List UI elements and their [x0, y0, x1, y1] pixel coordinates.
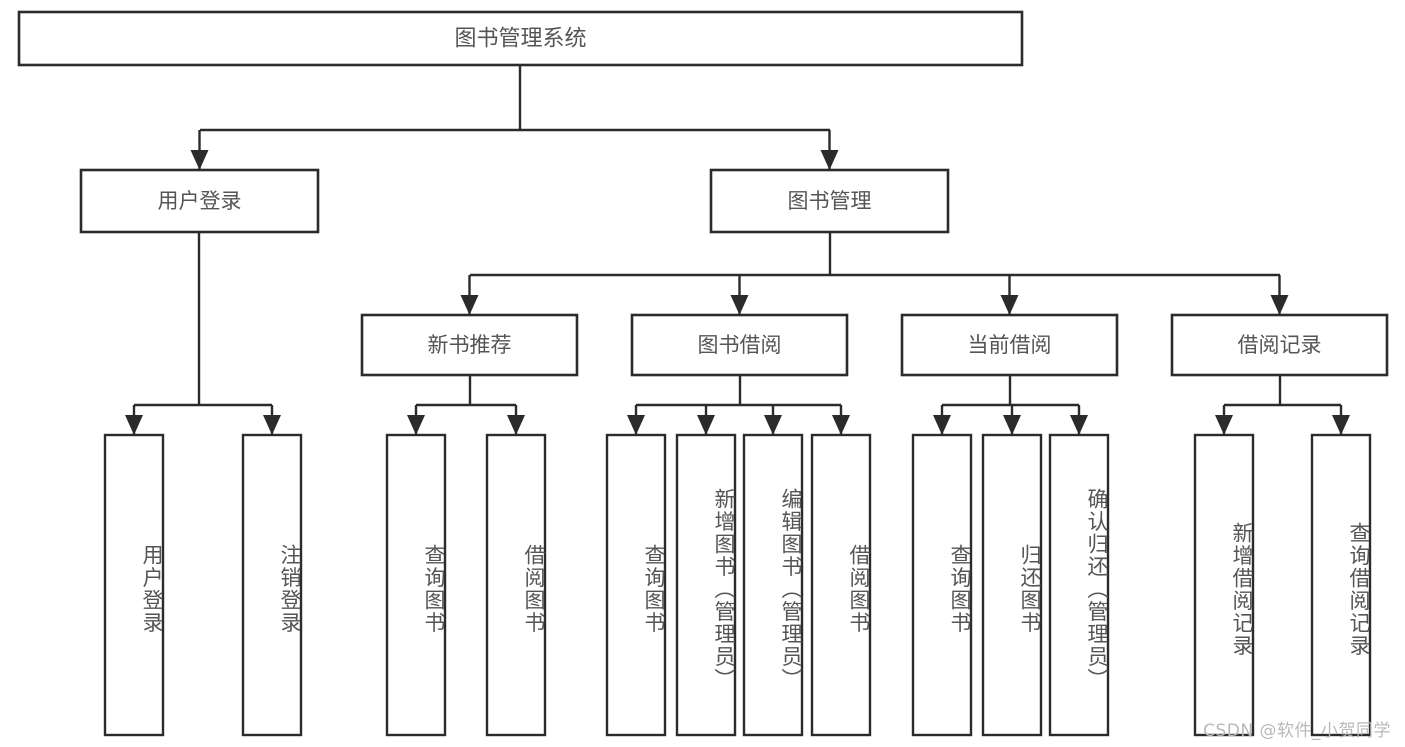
boxes-layer	[17, 10, 1389, 737]
node-box-leaf-add-record[interactable]	[1193, 433, 1255, 737]
arrow-icon-user-login	[190, 150, 209, 170]
csdn-watermark: CSDN @软件_小贺同学	[1203, 721, 1391, 741]
node-box-current-borrow[interactable]	[900, 313, 1119, 377]
node-box-leaf-confirm-return[interactable]	[1048, 433, 1110, 737]
node-box-leaf-return-book[interactable]	[981, 433, 1043, 737]
arrow-icon-leaf-query-record	[1332, 415, 1350, 435]
node-label-new-book-recommend: 新书推荐	[428, 333, 512, 357]
node-label-root: 图书管理系统	[454, 27, 586, 52]
arrow-icon-current-borrow	[1000, 295, 1019, 315]
node-label-user-login: 用户登录	[158, 189, 242, 213]
arrow-icon-leaf-query-book-borrow	[627, 415, 645, 435]
node-box-leaf-add-book[interactable]	[675, 433, 737, 737]
node-box-user-login[interactable]	[79, 168, 320, 234]
node-box-leaf-edit-book[interactable]	[742, 433, 804, 737]
arrow-icon-leaf-logout	[263, 415, 281, 435]
arrow-icon-borrow-record	[1270, 295, 1289, 315]
arrow-icon-leaf-query-book-current	[933, 415, 951, 435]
arrow-icon-leaf-add-book	[697, 415, 715, 435]
node-box-leaf-borrow-book-rec[interactable]	[485, 433, 547, 737]
node-box-root[interactable]	[17, 10, 1024, 67]
node-box-book-manage[interactable]	[709, 168, 950, 234]
node-box-leaf-query-book-current[interactable]	[911, 433, 973, 737]
arrow-icon-book-manage	[820, 150, 839, 170]
arrow-icon-new-book-recommend	[460, 295, 479, 315]
node-label-book-borrow: 图书借阅	[698, 333, 782, 357]
node-box-book-borrow[interactable]	[630, 313, 849, 377]
node-box-leaf-borrow-book[interactable]	[810, 433, 872, 737]
node-label-book-manage: 图书管理	[788, 189, 872, 213]
arrow-icon-leaf-borrow-book-rec	[507, 415, 525, 435]
connectors-layer	[125, 65, 1350, 435]
node-box-borrow-record[interactable]	[1170, 313, 1389, 377]
node-box-leaf-user-login[interactable]	[103, 433, 165, 737]
node-box-new-book-recommend[interactable]	[360, 313, 579, 377]
arrow-icon-leaf-return-book	[1003, 415, 1021, 435]
arrow-icon-leaf-edit-book	[764, 415, 782, 435]
node-box-leaf-query-book-rec[interactable]	[385, 433, 447, 737]
node-label-borrow-record: 借阅记录	[1238, 333, 1322, 357]
arrow-icon-leaf-user-login	[125, 415, 143, 435]
arrow-icon-leaf-confirm-return	[1070, 415, 1088, 435]
node-box-leaf-query-book-borrow[interactable]	[605, 433, 667, 737]
arrow-icon-leaf-add-record	[1215, 415, 1233, 435]
node-label-current-borrow: 当前借阅	[968, 333, 1052, 357]
arrow-icon-leaf-borrow-book	[832, 415, 850, 435]
arrow-icon-leaf-query-book-rec	[407, 415, 425, 435]
node-box-leaf-query-record[interactable]	[1310, 433, 1372, 737]
node-box-leaf-logout[interactable]	[241, 433, 303, 737]
arrow-icon-book-borrow	[730, 295, 749, 315]
